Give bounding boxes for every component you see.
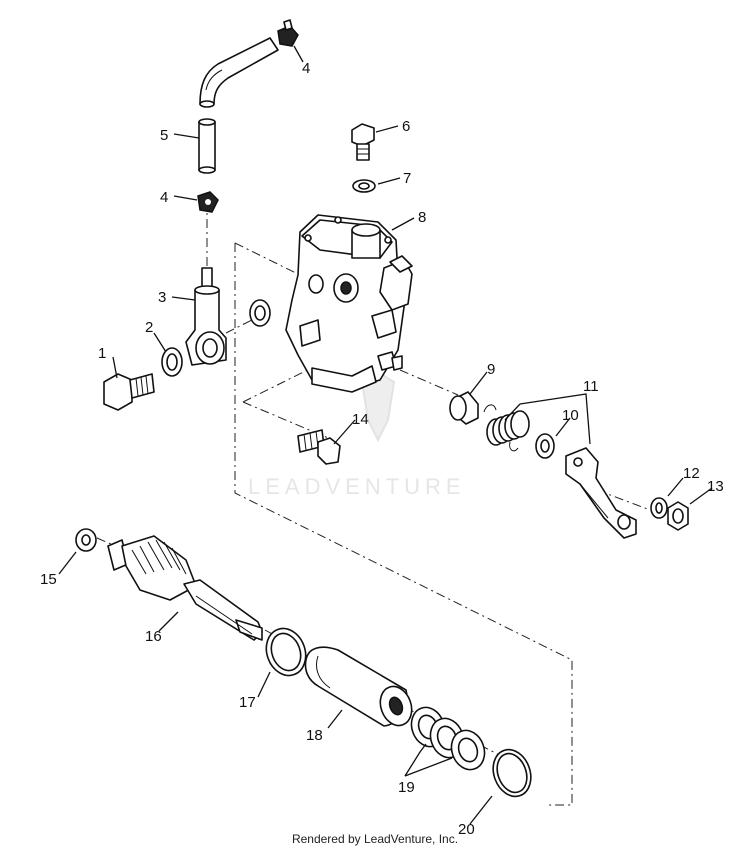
part-washer-10 — [535, 433, 555, 459]
part-sleeve — [304, 646, 413, 727]
callout-4-lower: 4 — [160, 189, 168, 206]
part-return-spring — [483, 404, 530, 452]
part-bushing — [449, 391, 479, 425]
callout-14: 14 — [352, 411, 369, 428]
callout-17: 17 — [239, 694, 256, 711]
part-control-lever — [565, 447, 637, 539]
part-oil-pump — [285, 214, 413, 393]
part-banjo-bolt — [103, 373, 155, 411]
watermark-text: LEADVENTURE — [248, 474, 466, 499]
part-washer-15 — [75, 528, 97, 552]
callout-9: 9 — [487, 361, 495, 378]
part-washer-2 — [161, 347, 183, 377]
part-clamp-lower — [197, 191, 219, 213]
callouts: 1 2 3 4 4 5 6 7 8 9 10 11 12 13 14 15 16… — [40, 60, 724, 838]
part-bleed-screw — [351, 123, 375, 161]
part-oring-17 — [265, 627, 307, 677]
watermark: LEADVENTURE — [248, 370, 466, 499]
callout-13: 13 — [707, 478, 724, 495]
callout-15: 15 — [40, 571, 57, 588]
callout-2: 2 — [145, 319, 153, 336]
callout-5: 5 — [160, 127, 168, 144]
callout-19: 19 — [398, 779, 415, 796]
part-straight-hose — [198, 118, 216, 174]
callout-16: 16 — [145, 628, 162, 645]
footer-credit: Rendered by LeadVenture, Inc. — [291, 832, 459, 846]
callout-18: 18 — [306, 727, 323, 744]
part-washer-7 — [352, 179, 376, 193]
part-lockwasher-12 — [650, 497, 668, 519]
part-drive-shaft — [107, 535, 263, 641]
callout-10: 10 — [562, 407, 579, 424]
part-shims — [410, 706, 486, 771]
callout-20: 20 — [458, 821, 475, 838]
part-clamp-top — [277, 19, 299, 47]
callout-8: 8 — [418, 209, 426, 226]
callout-6: 6 — [402, 118, 410, 135]
part-washer-pump — [249, 299, 271, 327]
callout-1: 1 — [98, 345, 106, 362]
part-oring-20 — [492, 748, 532, 798]
part-banjo-fitting — [185, 267, 227, 366]
part-nut — [667, 501, 689, 531]
part-mounting-screw — [297, 429, 341, 465]
callout-4-top: 4 — [302, 60, 310, 77]
leader-lines — [58, 45, 713, 825]
callout-7: 7 — [403, 170, 411, 187]
callout-11: 11 — [583, 378, 599, 395]
callout-12: 12 — [683, 465, 700, 482]
part-bent-hose — [199, 37, 279, 108]
callout-3: 3 — [158, 289, 166, 306]
